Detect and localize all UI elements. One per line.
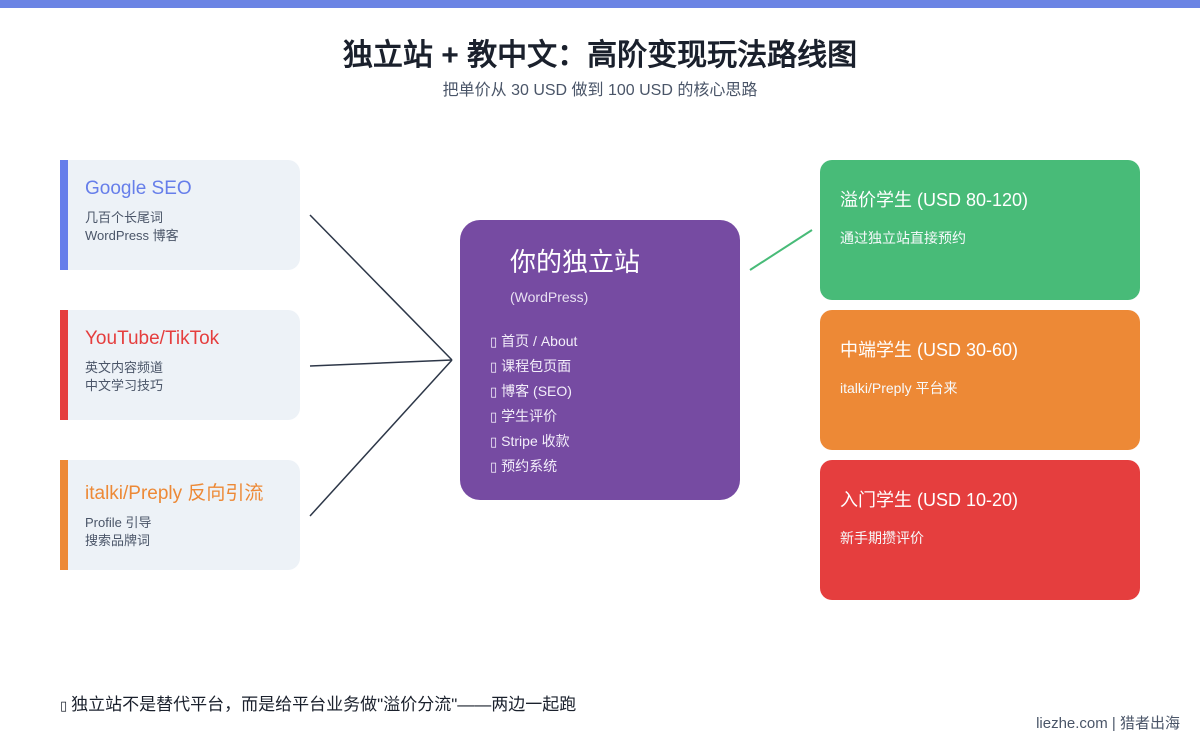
center-subtitle: (WordPress) xyxy=(510,289,589,305)
list-item: ▯博客 (SEO) xyxy=(490,379,740,404)
source-line: Profile 引导 xyxy=(85,515,152,530)
list-item-label: 学生评价 xyxy=(501,408,558,424)
placeholder-glyph-icon: ▯ xyxy=(490,409,498,424)
top-accent-bar xyxy=(0,0,1200,8)
source-card-seo: Google SEO 几百个长尾词 WordPress 博客 xyxy=(60,160,300,270)
placeholder-glyph-icon: ▯ xyxy=(490,384,498,399)
list-item-label: Stripe 收款 xyxy=(501,433,570,449)
placeholder-glyph-icon: ▯ xyxy=(60,698,68,713)
placeholder-glyph-icon: ▯ xyxy=(490,359,498,374)
footer-credit: liezhe.com | 猎者出海 xyxy=(1036,715,1180,732)
footer-note: ▯独立站不是替代平台，而是给平台业务做"溢价分流"——两边一起跑 xyxy=(60,690,576,715)
placeholder-glyph-icon: ▯ xyxy=(490,334,498,349)
list-item-label: 预约系统 xyxy=(501,458,558,474)
tier-title: 中端学生 (USD 30-60) xyxy=(840,340,1019,360)
source-title: YouTube/TikTok xyxy=(85,328,220,349)
connector-youtube xyxy=(309,359,453,367)
tier-card-entry: 入门学生 (USD 10-20) 新手期攒评价 xyxy=(820,460,1140,600)
source-line: 中文学习技巧 xyxy=(85,378,164,393)
tier-description: 通过独立站直接预约 xyxy=(840,230,966,246)
source-line: WordPress 博客 xyxy=(85,228,179,243)
center-title: 你的独立站 xyxy=(510,247,641,277)
list-item: ▯Stripe 收款 xyxy=(490,429,740,454)
source-card-youtube: YouTube/TikTok 英文内容频道 中文学习技巧 xyxy=(60,310,300,420)
center-feature-list: ▯首页 / About ▯课程包页面 ▯博客 (SEO) ▯学生评价 ▯Stri… xyxy=(490,329,740,479)
tier-title: 入门学生 (USD 10-20) xyxy=(840,490,1019,510)
page-title: 独立站 + 教中文：高阶变现玩法路线图 xyxy=(342,39,858,72)
source-title: italki/Preply 反向引流 xyxy=(85,483,264,504)
tier-card-premium: 溢价学生 (USD 80-120) 通过独立站直接预约 xyxy=(820,160,1140,300)
placeholder-glyph-icon: ▯ xyxy=(490,459,498,474)
source-title: Google SEO xyxy=(85,178,192,199)
page-subtitle: 把单价从 30 USD 做到 100 USD 的核心思路 xyxy=(442,82,758,99)
connector-seo xyxy=(309,214,453,361)
source-card-italki: italki/Preply 反向引流 Profile 引导 搜索品牌词 xyxy=(60,460,300,570)
source-line: 几百个长尾词 xyxy=(85,210,164,225)
tier-card-mid: 中端学生 (USD 30-60) italki/Preply 平台来 xyxy=(820,310,1140,450)
connector-italki xyxy=(309,359,453,517)
center-site-card: 你的独立站 (WordPress) ▯首页 / About ▯课程包页面 ▯博客… xyxy=(460,220,740,500)
tier-description: 新手期攒评价 xyxy=(840,530,924,546)
source-line: 英文内容频道 xyxy=(85,360,164,375)
list-item-label: 首页 / About xyxy=(501,333,578,349)
footer-note-text: 独立站不是替代平台，而是给平台业务做"溢价分流"——两边一起跑 xyxy=(71,695,577,714)
list-item: ▯首页 / About xyxy=(490,329,740,354)
list-item-label: 博客 (SEO) xyxy=(501,383,572,399)
list-item: ▯课程包页面 xyxy=(490,354,740,379)
placeholder-glyph-icon: ▯ xyxy=(490,434,498,449)
tier-title: 溢价学生 (USD 80-120) xyxy=(840,190,1029,210)
tier-description: italki/Preply 平台来 xyxy=(840,380,958,396)
list-item: ▯学生评价 xyxy=(490,404,740,429)
list-item: ▯预约系统 xyxy=(490,454,740,479)
source-line: 搜索品牌词 xyxy=(85,533,151,548)
connector-premium xyxy=(749,229,813,271)
list-item-label: 课程包页面 xyxy=(501,358,572,374)
